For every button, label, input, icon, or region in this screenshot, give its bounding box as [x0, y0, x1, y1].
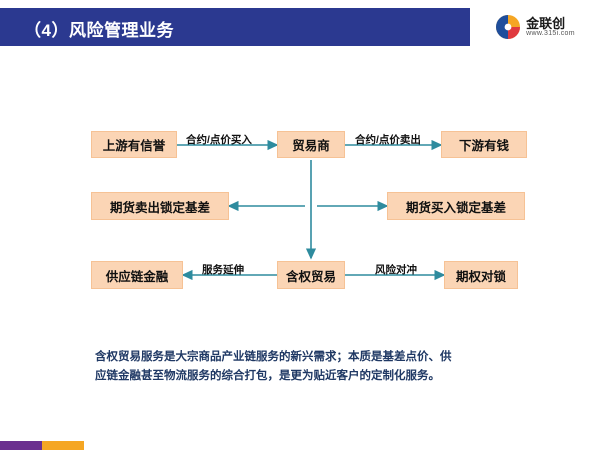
- box-supply-chain-finance[interactable]: 供应链金融: [91, 261, 183, 289]
- footer-segment-white: [84, 441, 600, 450]
- caption-line-1: 含权贸易服务是大宗商品产业链服务的新兴需求；本质是基差点价、供: [95, 351, 452, 363]
- box-option-trade[interactable]: 含权贸易: [277, 261, 345, 289]
- footer-segment-purple: [0, 441, 42, 450]
- footer-bar: [0, 441, 600, 450]
- box-trader-label: 贸易商: [292, 139, 330, 153]
- footer-segment-orange: [42, 441, 84, 450]
- box-downstream-label: 下游有钱: [458, 139, 509, 153]
- brand-mark-icon: [495, 14, 521, 40]
- box-trader[interactable]: 贸易商: [277, 131, 345, 158]
- box-futures-buy[interactable]: 期货买入锁定基差: [387, 192, 525, 220]
- page-title: （4）风险管理业务: [24, 21, 174, 40]
- caption-line-2: 应链金融甚至物流服务的综合打包，是更为贴近客户的定制化服务。: [95, 369, 440, 382]
- logo-name: 金联创: [526, 15, 566, 31]
- box-option-trade-label: 含权贸易: [285, 269, 336, 284]
- box-futures-sell-label: 期货卖出锁定基差: [109, 200, 210, 215]
- label-service-extend: 服务延伸: [202, 264, 244, 276]
- box-supply-chain-finance-label: 供应链金融: [105, 269, 169, 284]
- logo-url: www.315i.com: [526, 30, 575, 38]
- label-buy: 合约/点价买入: [186, 134, 252, 146]
- box-option-lock-label: 期权对锁: [455, 269, 506, 284]
- header-bar: （4）风险管理业务 金联创 www.315i.com: [0, 8, 600, 46]
- box-futures-sell[interactable]: 期货卖出锁定基差: [91, 192, 229, 220]
- box-upstream-label: 上游有信誉: [102, 139, 166, 153]
- label-risk-hedge: 风险对冲: [375, 264, 417, 276]
- box-option-lock[interactable]: 期权对锁: [444, 261, 518, 289]
- box-upstream[interactable]: 上游有信誉: [91, 131, 177, 158]
- box-downstream[interactable]: 下游有钱: [441, 131, 527, 158]
- box-futures-buy-label: 期货买入锁定基差: [405, 200, 506, 215]
- logo: 金联创 www.315i.com: [470, 8, 600, 46]
- label-sell: 合约/点价卖出: [355, 134, 421, 146]
- caption: 含权贸易服务是大宗商品产业链服务的新兴需求；本质是基差点价、供 应链金融甚至物流…: [95, 348, 510, 386]
